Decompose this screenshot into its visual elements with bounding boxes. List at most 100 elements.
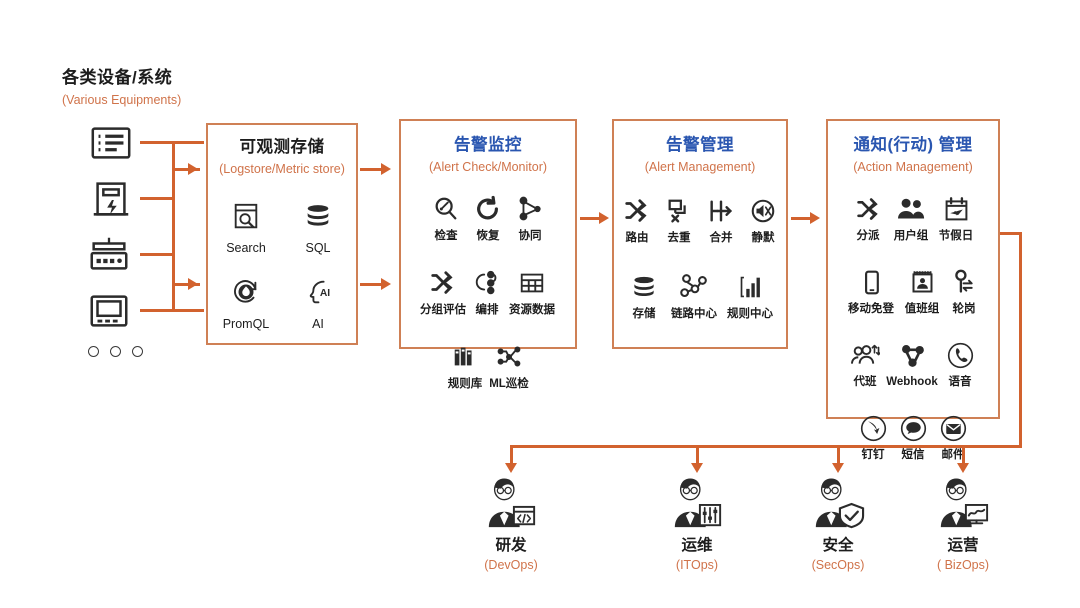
arrow-to-itops [690,463,703,473]
action-item-voice[interactable]: 语音 [940,338,980,411]
alert-item-rule-center[interactable]: 规则中心 [722,270,778,322]
bus-to-storage-1 [172,168,200,171]
bar-chart-rules-icon [736,270,764,304]
persona-itops[interactable]: 运维 (ITOps) [632,473,762,574]
mobile-phone-icon [858,265,885,299]
alert-item-merge[interactable]: 合并 [700,194,742,246]
books-library-icon [451,340,479,374]
promql-flame-icon [231,272,261,312]
storage-item-search[interactable]: Search [210,196,282,256]
persona-label-en: ( BizOps) [936,558,990,572]
device-bus-vertical [172,141,175,312]
action-item-label: Webhook [886,376,938,388]
merge-icon [707,194,735,228]
arrow-storage-to-monitor-2 [381,277,391,290]
monitor-item-orchestration[interactable]: 编排 [468,266,506,340]
monitor-item-label: 分组评估 [420,304,466,316]
arrow-to-bizops [956,463,969,473]
trace-nodes-icon [679,270,709,304]
line-to-itops [696,445,699,465]
alert-item-route[interactable]: 路由 [616,194,658,246]
monitor-item-ml-inspection[interactable]: ML巡检 [486,340,532,392]
arrow-alert-to-action [810,211,820,224]
line-to-bizops [962,445,965,465]
alert-item-label: 路由 [625,232,649,244]
action-item-webhook[interactable]: Webhook [884,338,940,390]
action-item-label: 短信 [901,449,925,461]
panel-alert-management[interactable]: 告警管理 (Alert Management) 路由 [612,119,788,349]
action-item-label: 移动免登 [848,303,894,315]
action-item-label: 轮岗 [952,303,976,315]
persona-bizops-icon [898,473,1028,531]
arrow-storage-to-monitor-1 [381,162,391,175]
monitor-item-label: 恢复 [476,230,500,242]
line-action-exit [1000,232,1022,235]
ml-circuit-icon [495,340,523,374]
action-item-sms[interactable]: 短信 [893,411,933,463]
source-title-cn: 各类设备/系统 [62,68,173,87]
holiday-calendar-icon [943,192,970,226]
panel-action-management[interactable]: 通知(行动) 管理 (Action Management) 分派 [826,119,1000,461]
action-item-holiday[interactable]: 节假日 [934,192,978,244]
alert-item-dedupe[interactable]: 去重 [658,194,700,246]
persona-secops[interactable]: 安全 (SecOps) [773,473,903,574]
persona-devops[interactable]: 研发 (DevOps) [446,473,576,574]
panel-storage-title-en: (Logstore/Metric store) [219,162,345,176]
persona-label-cn: 研发 [495,537,527,554]
monitor-item-recover[interactable]: 恢复 [467,192,509,244]
device-line-3 [140,253,174,256]
storage-item-label: SQL [305,241,331,255]
email-envelope-icon [939,411,968,445]
voice-call-icon [946,338,975,372]
panel-observable-storage[interactable]: 可观测存储 (Logstore/Metric store) Search [206,123,358,345]
panel-action-title-en: (Action Management) [853,160,973,174]
alert-item-storage[interactable]: 存储 [622,270,666,322]
action-item-label: 钉钉 [861,449,885,461]
monitor-item-group-eval[interactable]: 分组评估 [418,266,468,318]
duty-roster-icon [909,265,936,299]
table-grid-icon [518,266,546,300]
action-item-label: 代班 [853,376,877,388]
monitor-item-resource-data[interactable]: 资源数据 [506,266,558,340]
source-title-en: (Various Equipments) [62,93,182,107]
action-item-rotation[interactable]: 轮岗 [945,265,983,317]
action-item-email[interactable]: 邮件 [933,411,973,463]
line-alert-to-action [791,217,813,220]
storage-item-ai[interactable]: AI AI [282,272,354,332]
action-item-mobile-sso[interactable]: 移动免登 [843,265,899,317]
monitor-item-collaborate[interactable]: 协同 [509,192,551,244]
dingtalk-icon [859,411,888,445]
action-item-substitute[interactable]: 代班 [846,338,884,390]
storage-item-sql[interactable]: SQL [282,196,354,256]
alert-item-trace-center[interactable]: 链路中心 [666,270,722,322]
refresh-recover-icon [474,192,502,226]
monitor-terminal-icon [86,288,132,334]
magnifier-check-icon [432,192,460,226]
monitor-item-check[interactable]: 检查 [425,192,467,244]
panel-alert-monitor[interactable]: 告警监控 (Alert Check/Monitor) 检查 恢复 [399,119,577,390]
shuffle-group-icon [429,266,457,300]
persona-secops-icon [773,473,903,531]
line-storage-to-monitor-1 [360,168,384,171]
action-item-user-group[interactable]: 用户组 [888,192,934,244]
storage-item-promql[interactable]: PromQL [210,272,282,332]
action-item-duty-group[interactable]: 值班组 [899,265,945,317]
persona-bizops[interactable]: 运营 ( BizOps) [898,473,1028,574]
panel-alert-title-cn: 告警管理 [666,136,734,154]
line-to-devops [510,445,513,465]
ai-head-icon: AI [303,272,333,312]
substitute-user-icon [850,338,880,372]
alert-item-label: 规则中心 [727,308,773,320]
dot-2 [110,346,121,357]
monitor-item-rule-library[interactable]: 规则库 [444,340,486,392]
panel-storage-title-cn: 可观测存储 [239,138,325,156]
action-item-dispatch[interactable]: 分派 [848,192,888,244]
source-header: 各类设备/系统 (Various Equipments) [62,66,322,109]
action-item-label: 分派 [856,230,880,242]
more-devices-indicator [88,346,148,357]
svg-text:AI: AI [320,288,330,299]
action-item-dingtalk[interactable]: 钉钉 [853,411,893,463]
alert-item-silence[interactable]: 静默 [742,194,784,246]
persona-devops-icon [446,473,576,531]
arrow-to-storage-1 [188,162,198,175]
